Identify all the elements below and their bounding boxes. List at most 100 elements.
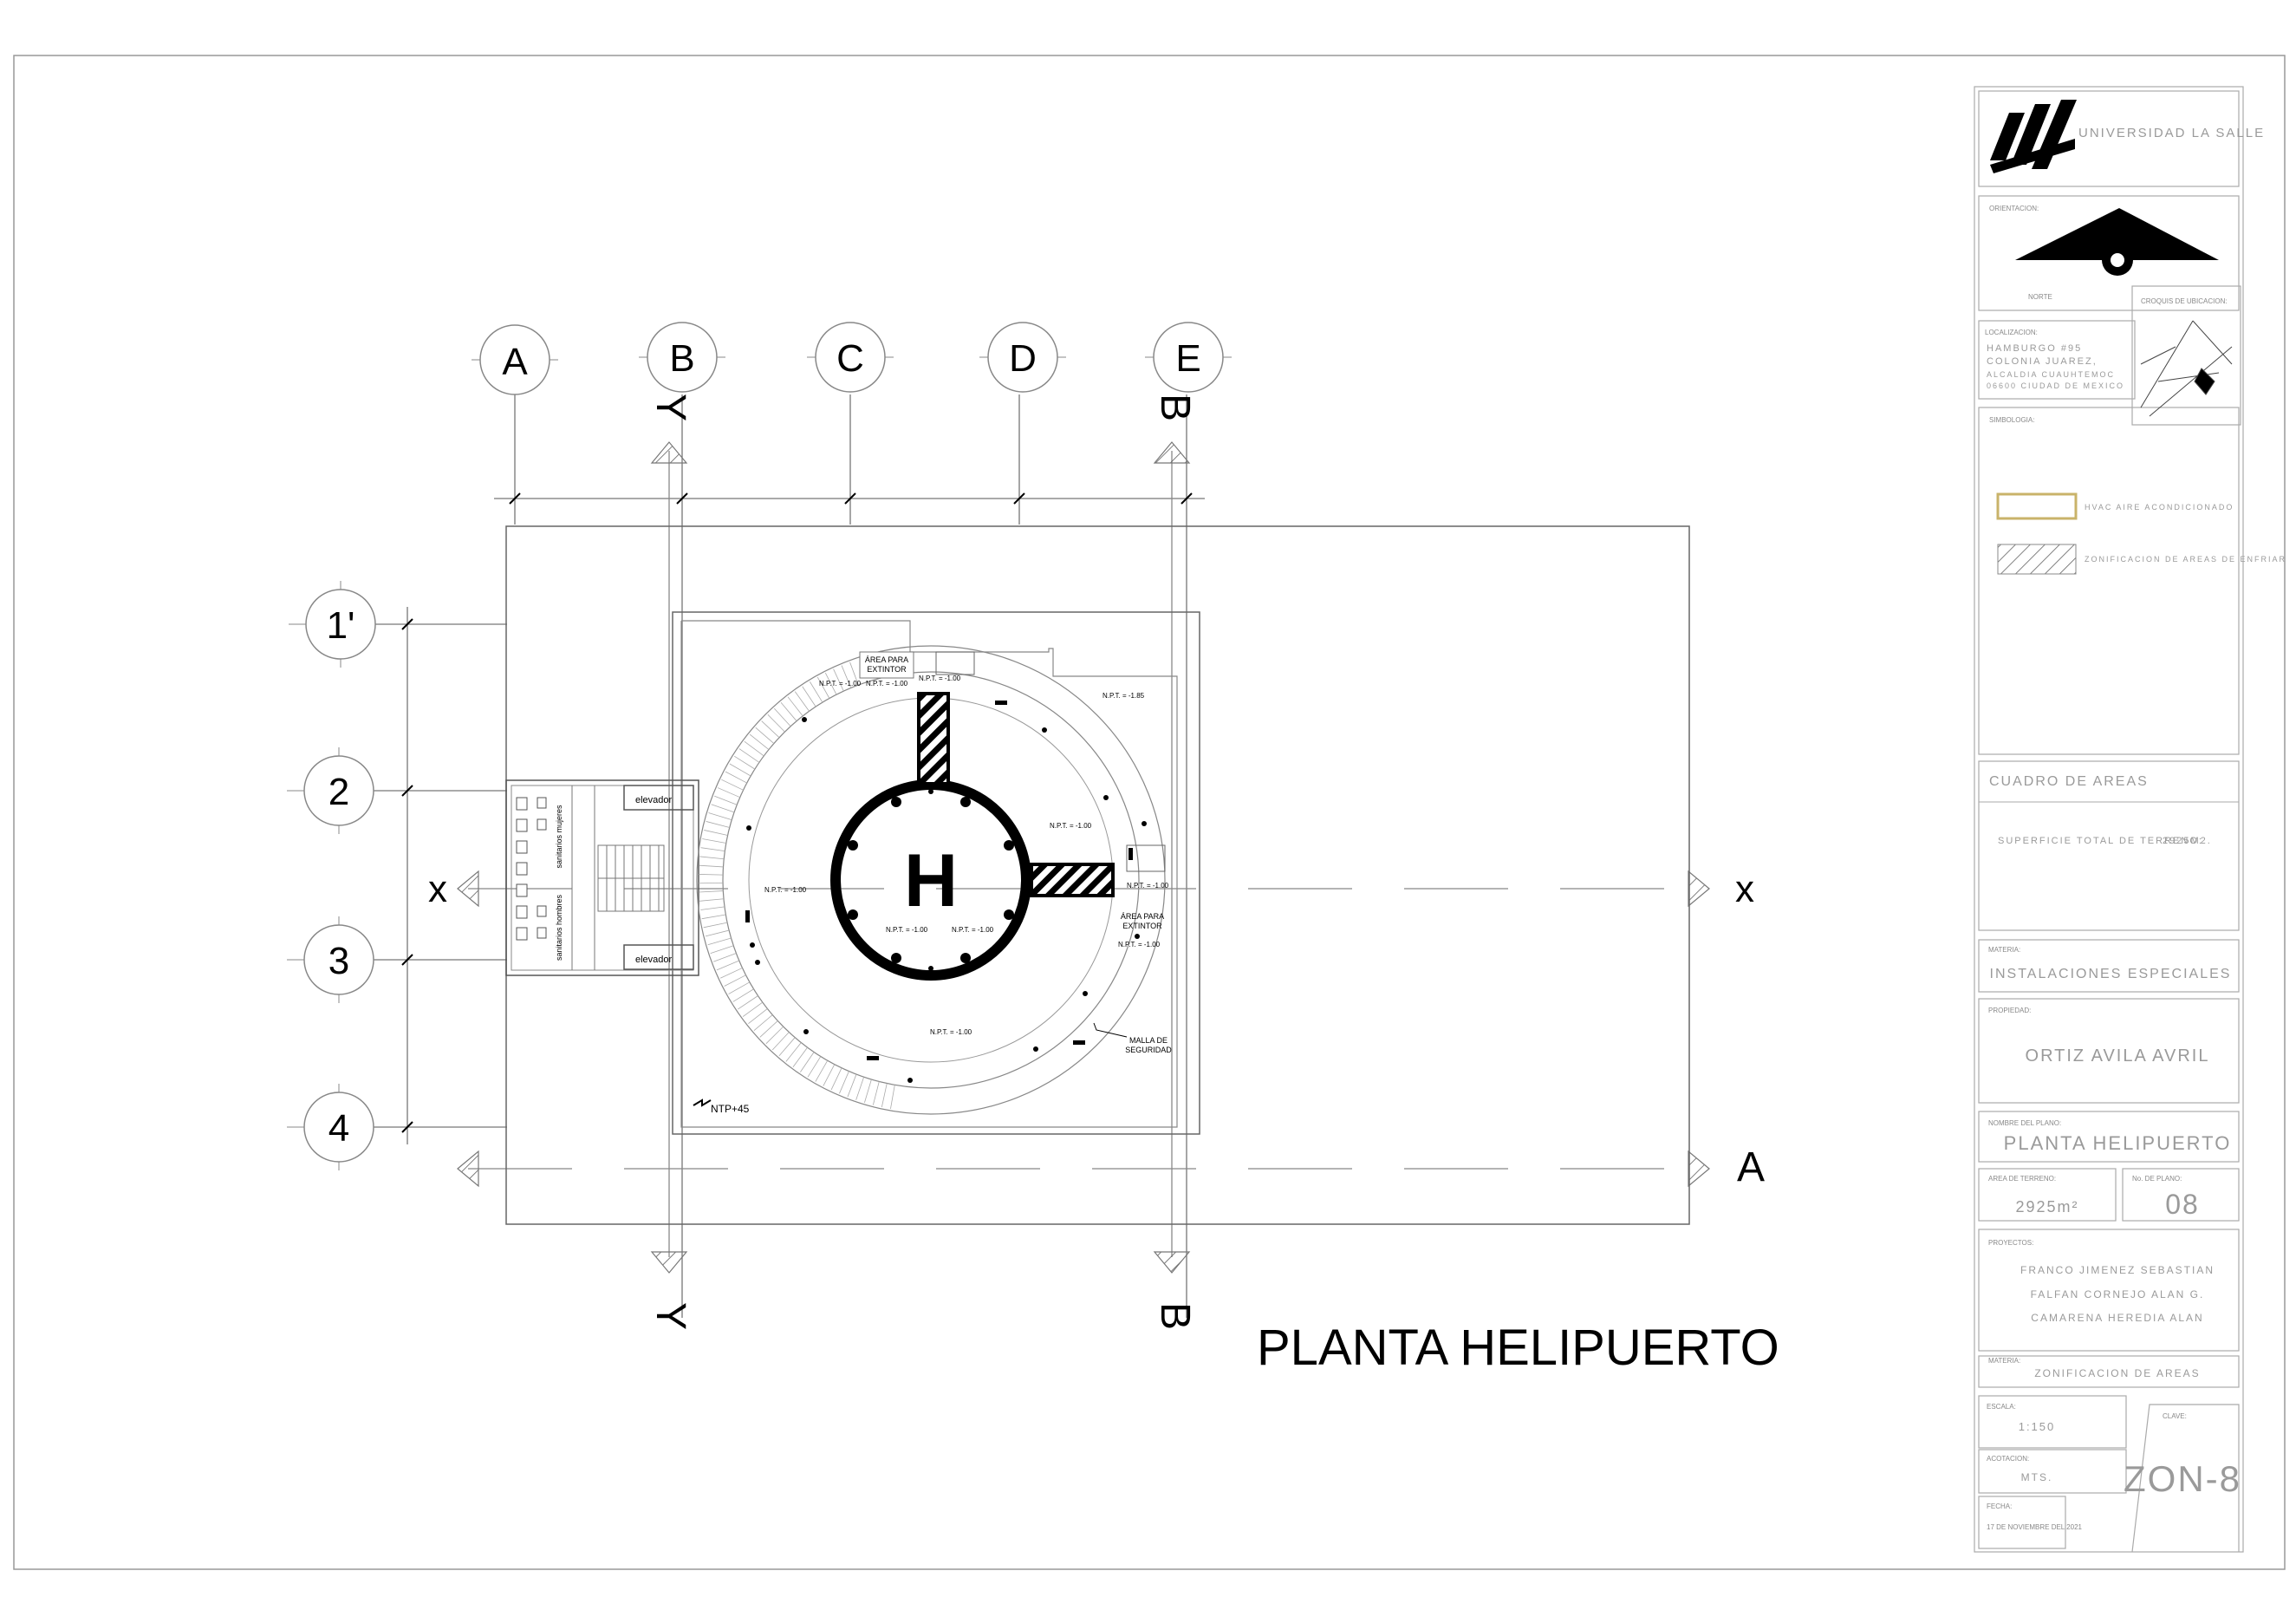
svg-text:N.P.T. = -1.00: N.P.T. = -1.00 bbox=[886, 926, 928, 934]
superficie-label: SUPERFICIE TOTAL DE TERRENO: bbox=[1998, 836, 2203, 846]
grid-bubble-B: B bbox=[639, 322, 725, 393]
svg-text:ÁREA PARA: ÁREA PARA bbox=[1121, 912, 1164, 921]
structural-grid bbox=[364, 394, 1205, 1318]
proyectista-3: CAMARENA HEREDIA ALAN bbox=[2031, 1312, 2203, 1324]
fecha-value: 17 DE NOVIEMBRE DEL 2021 bbox=[1987, 1523, 2083, 1531]
svg-text:E: E bbox=[1175, 337, 1200, 380]
section-y-bottom: Y bbox=[647, 1302, 693, 1330]
address-line-2: COLONIA JUAREZ, bbox=[1987, 356, 2098, 367]
section-lines bbox=[468, 451, 1699, 1257]
university-name: UNIVERSIDAD LA SALLE bbox=[2078, 126, 2265, 140]
legend-zonif-swatch bbox=[1997, 544, 2077, 575]
svg-text:D: D bbox=[1009, 337, 1037, 380]
grid-bubble-2: 2 bbox=[287, 747, 374, 834]
propiedad-value: ORTIZ AVILA AVRIL bbox=[2026, 1046, 2210, 1066]
area-terreno-label: AREA DE TERRENO: bbox=[1988, 1175, 2056, 1183]
sanitarios-hombres: sanitarios hombres bbox=[555, 894, 563, 961]
svg-text:N.P.T. = -1.00: N.P.T. = -1.00 bbox=[919, 675, 961, 682]
svg-text:A: A bbox=[502, 341, 528, 383]
svg-text:N.P.T. = -1.00: N.P.T. = -1.00 bbox=[930, 1028, 972, 1036]
legend-hvac-swatch bbox=[1996, 492, 2078, 520]
materia-value-1: INSTALACIONES ESPECIALES bbox=[1990, 967, 2232, 981]
localizacion-label: LOCALIZACION: bbox=[1985, 329, 2038, 336]
plan-annotations: ÁREA PARA EXTINTOR ÁREA PARA EXTINTOR MA… bbox=[693, 651, 1172, 1115]
location-sketch bbox=[2140, 320, 2233, 417]
svg-text:N.P.T. = -1.00: N.P.T. = -1.00 bbox=[1050, 822, 1092, 830]
cuadro-areas-title: CUADRO DE AREAS bbox=[1989, 774, 2149, 789]
title-block bbox=[1974, 86, 2244, 1553]
norte-label: NORTE bbox=[2028, 293, 2052, 301]
svg-text:C: C bbox=[836, 337, 864, 380]
drawing-title: PLANTA HELIPUERTO bbox=[1257, 1320, 1779, 1376]
fecha-label: FECHA: bbox=[1987, 1502, 2012, 1510]
section-b-bottom: B bbox=[1152, 1302, 1198, 1330]
address-line-1: HAMBURGO #95 bbox=[1987, 343, 2082, 354]
orientacion-label: ORIENTACION: bbox=[1989, 205, 2039, 212]
roof-platform-inner bbox=[680, 620, 1178, 1128]
svg-text:EXTINTOR: EXTINTOR bbox=[867, 665, 907, 674]
nombre-plano-label: NOMBRE DEL PLANO: bbox=[1988, 1119, 2061, 1127]
svg-text:B: B bbox=[669, 337, 694, 380]
proyectista-2: FALFAN CORNEJO ALAN G. bbox=[2031, 1288, 2205, 1300]
address-line-3: ALCALDIA CUAUHTEMOC bbox=[1987, 370, 2115, 379]
grid-bubble-D: D bbox=[979, 322, 1066, 393]
sheet-frame bbox=[13, 55, 2286, 1570]
svg-text:N.P.T. = -1.85: N.P.T. = -1.85 bbox=[1102, 692, 1145, 700]
acotacion-value: MTS. bbox=[2021, 1471, 2053, 1483]
proyectos-label: PROYECTOS: bbox=[1988, 1239, 2033, 1247]
address-line-4: 06600 CIUDAD DE MEXICO bbox=[1987, 381, 2124, 390]
svg-text:ÁREA PARA: ÁREA PARA bbox=[865, 655, 908, 664]
level-icon bbox=[693, 1098, 712, 1107]
svg-text:3: 3 bbox=[328, 940, 349, 982]
sanitarios-mujeres: sanitarios mujeres bbox=[555, 805, 563, 869]
nombre-plano-value: PLANTA HELIPUERTO bbox=[2004, 1132, 2232, 1154]
materia-label-2: MATERIA: bbox=[1988, 1357, 2020, 1365]
svg-text:N.P.T. = -1.00: N.P.T. = -1.00 bbox=[764, 886, 807, 894]
helipad: H bbox=[696, 645, 1166, 1115]
elevator-label-1: elevador bbox=[635, 795, 673, 805]
svg-text:N.P.T. = -1.00: N.P.T. = -1.00 bbox=[1118, 941, 1161, 948]
escala-value: 1:150 bbox=[2019, 1420, 2056, 1433]
proyectista-1: FRANCO JIMENEZ SEBASTIAN bbox=[2020, 1264, 2215, 1276]
grid-bubble-E: E bbox=[1145, 322, 1232, 393]
section-x-left: x bbox=[428, 868, 447, 910]
north-arrow bbox=[2015, 208, 2219, 260]
section-x-right: x bbox=[1735, 868, 1754, 910]
simbologia-label: SIMBOLOGIA: bbox=[1989, 416, 2034, 424]
no-plano-value: 08 bbox=[2165, 1189, 2200, 1220]
service-core: elevador elevador sanitarios mujeres san… bbox=[505, 779, 699, 976]
grid-bubble-1p: 1' bbox=[289, 581, 376, 668]
ntp-level: NTP+45 bbox=[711, 1103, 750, 1115]
svg-text:MALLA DE: MALLA DE bbox=[1129, 1036, 1168, 1045]
section-a-right: A bbox=[1737, 1144, 1765, 1190]
svg-text:N.P.T. = -1.00: N.P.T. = -1.00 bbox=[1127, 882, 1169, 890]
svg-text:SEGURIDAD: SEGURIDAD bbox=[1125, 1046, 1172, 1054]
clave-label: CLAVE: bbox=[2163, 1412, 2187, 1420]
propiedad-label: PROPIEDAD: bbox=[1988, 1007, 2031, 1014]
svg-text:EXTINTOR: EXTINTOR bbox=[1122, 922, 1162, 930]
escala-label: ESCALA: bbox=[1987, 1403, 2016, 1411]
svg-text:N.P.T. = -1.00: N.P.T. = -1.00 bbox=[952, 926, 994, 934]
no-plano-label: No. DE PLANO: bbox=[2132, 1175, 2182, 1183]
grid-bubble-A: A bbox=[472, 324, 558, 395]
svg-text:N.P.T. = -1.00: N.P.T. = -1.00 bbox=[819, 680, 862, 688]
section-y-top: Y bbox=[647, 394, 693, 421]
materia-label-1: MATERIA: bbox=[1988, 946, 2020, 954]
croquis-label: CROQUIS DE UBICACION: bbox=[2141, 297, 2228, 305]
legend-zonif-label: ZONIFICACION DE AREAS DE ENFRIAR bbox=[2085, 555, 2286, 564]
area-terreno-value: 2925m² bbox=[2015, 1198, 2078, 1216]
grid-bubble-3: 3 bbox=[287, 916, 374, 1003]
university-logo bbox=[1990, 100, 2077, 173]
helipad-letter: H bbox=[904, 839, 958, 922]
section-b-top: B bbox=[1152, 394, 1198, 421]
svg-text:1': 1' bbox=[327, 604, 355, 647]
roof-platform-outer bbox=[672, 611, 1200, 1135]
grid-bubble-4: 4 bbox=[287, 1084, 374, 1170]
elevator-label-2: elevador bbox=[635, 955, 673, 965]
legend-hvac-label: HVAC AIRE ACONDICIONADO bbox=[2085, 503, 2234, 512]
svg-text:N.P.T. = -1.00: N.P.T. = -1.00 bbox=[866, 680, 908, 688]
clave-value: ZON-8 bbox=[2124, 1458, 2241, 1499]
superficie-value: 2925M2. bbox=[2163, 836, 2212, 846]
materia-value-2: ZONIFICACION DE AREAS bbox=[2034, 1367, 2200, 1379]
